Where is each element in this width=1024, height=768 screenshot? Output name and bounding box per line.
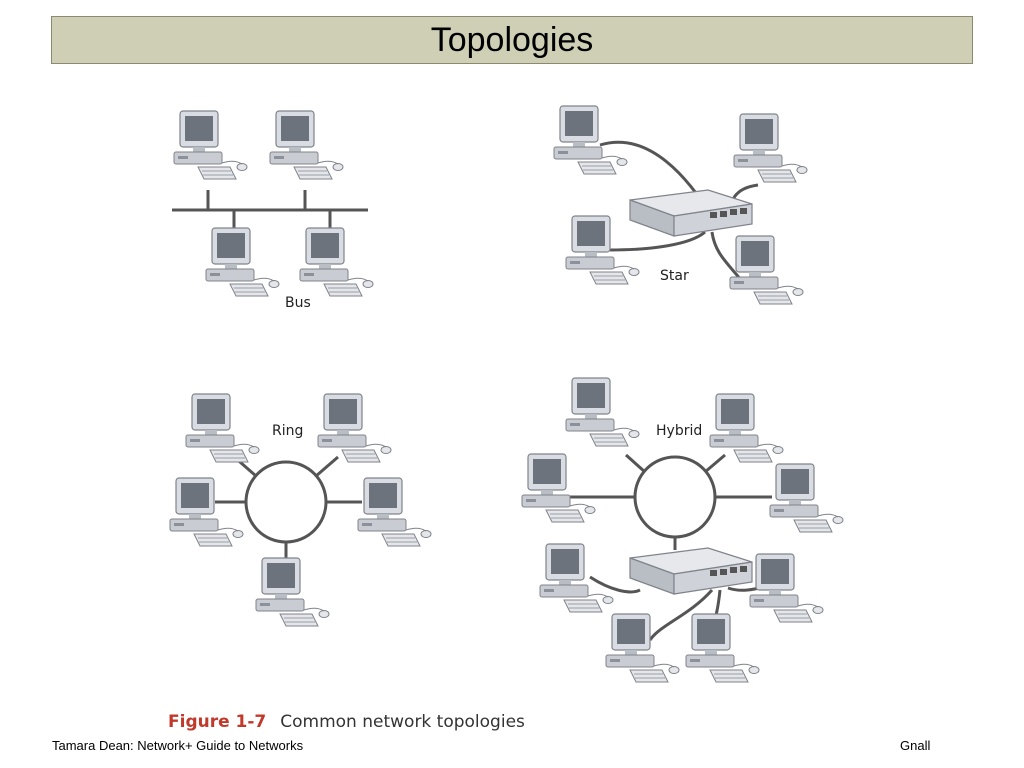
hybrid-ring-circle — [633, 455, 717, 539]
computer-icon — [539, 543, 614, 613]
computer-icon — [299, 227, 374, 297]
computer-icon — [553, 105, 628, 175]
footer-right-text: Gnall — [900, 738, 931, 753]
figure-caption: Figure 1-7 Common network topologies — [168, 712, 525, 732]
computer-icon — [185, 393, 260, 463]
hub-icon — [629, 547, 753, 595]
star-topology: Star — [553, 105, 808, 305]
hybrid-label: Hybrid — [656, 423, 702, 439]
computer-icon — [205, 227, 280, 297]
slide-title: Topologies — [430, 20, 594, 59]
computer-icon — [733, 113, 808, 183]
bus-topology: Bus — [172, 110, 374, 311]
bus-label: Bus — [285, 295, 311, 311]
title-bar: Topologies — [51, 16, 973, 64]
computer-icon — [769, 463, 844, 533]
computer-icon — [729, 235, 804, 305]
computer-icon — [709, 393, 784, 463]
hybrid-topology: Hybrid — [521, 377, 844, 683]
computer-icon — [169, 477, 244, 547]
ring-label: Ring — [272, 423, 303, 439]
computer-icon — [173, 110, 248, 180]
computer-icon — [255, 557, 330, 627]
footer-author: Tamara Dean: Network+ Guide to Networks — [52, 738, 304, 753]
computer-icon — [317, 393, 392, 463]
ring-topology: Ring — [169, 393, 432, 627]
star-label: Star — [660, 268, 689, 284]
computer-icon — [521, 453, 596, 523]
figure-number: Figure 1-7 — [168, 712, 267, 732]
figure-caption-text: Common network topologies — [280, 712, 525, 732]
computer-icon — [269, 110, 344, 180]
computer-icon — [749, 553, 824, 623]
computer-icon — [357, 477, 432, 547]
computer-icon — [565, 377, 640, 447]
ring-circle — [244, 460, 328, 544]
computer-icon — [685, 613, 760, 683]
